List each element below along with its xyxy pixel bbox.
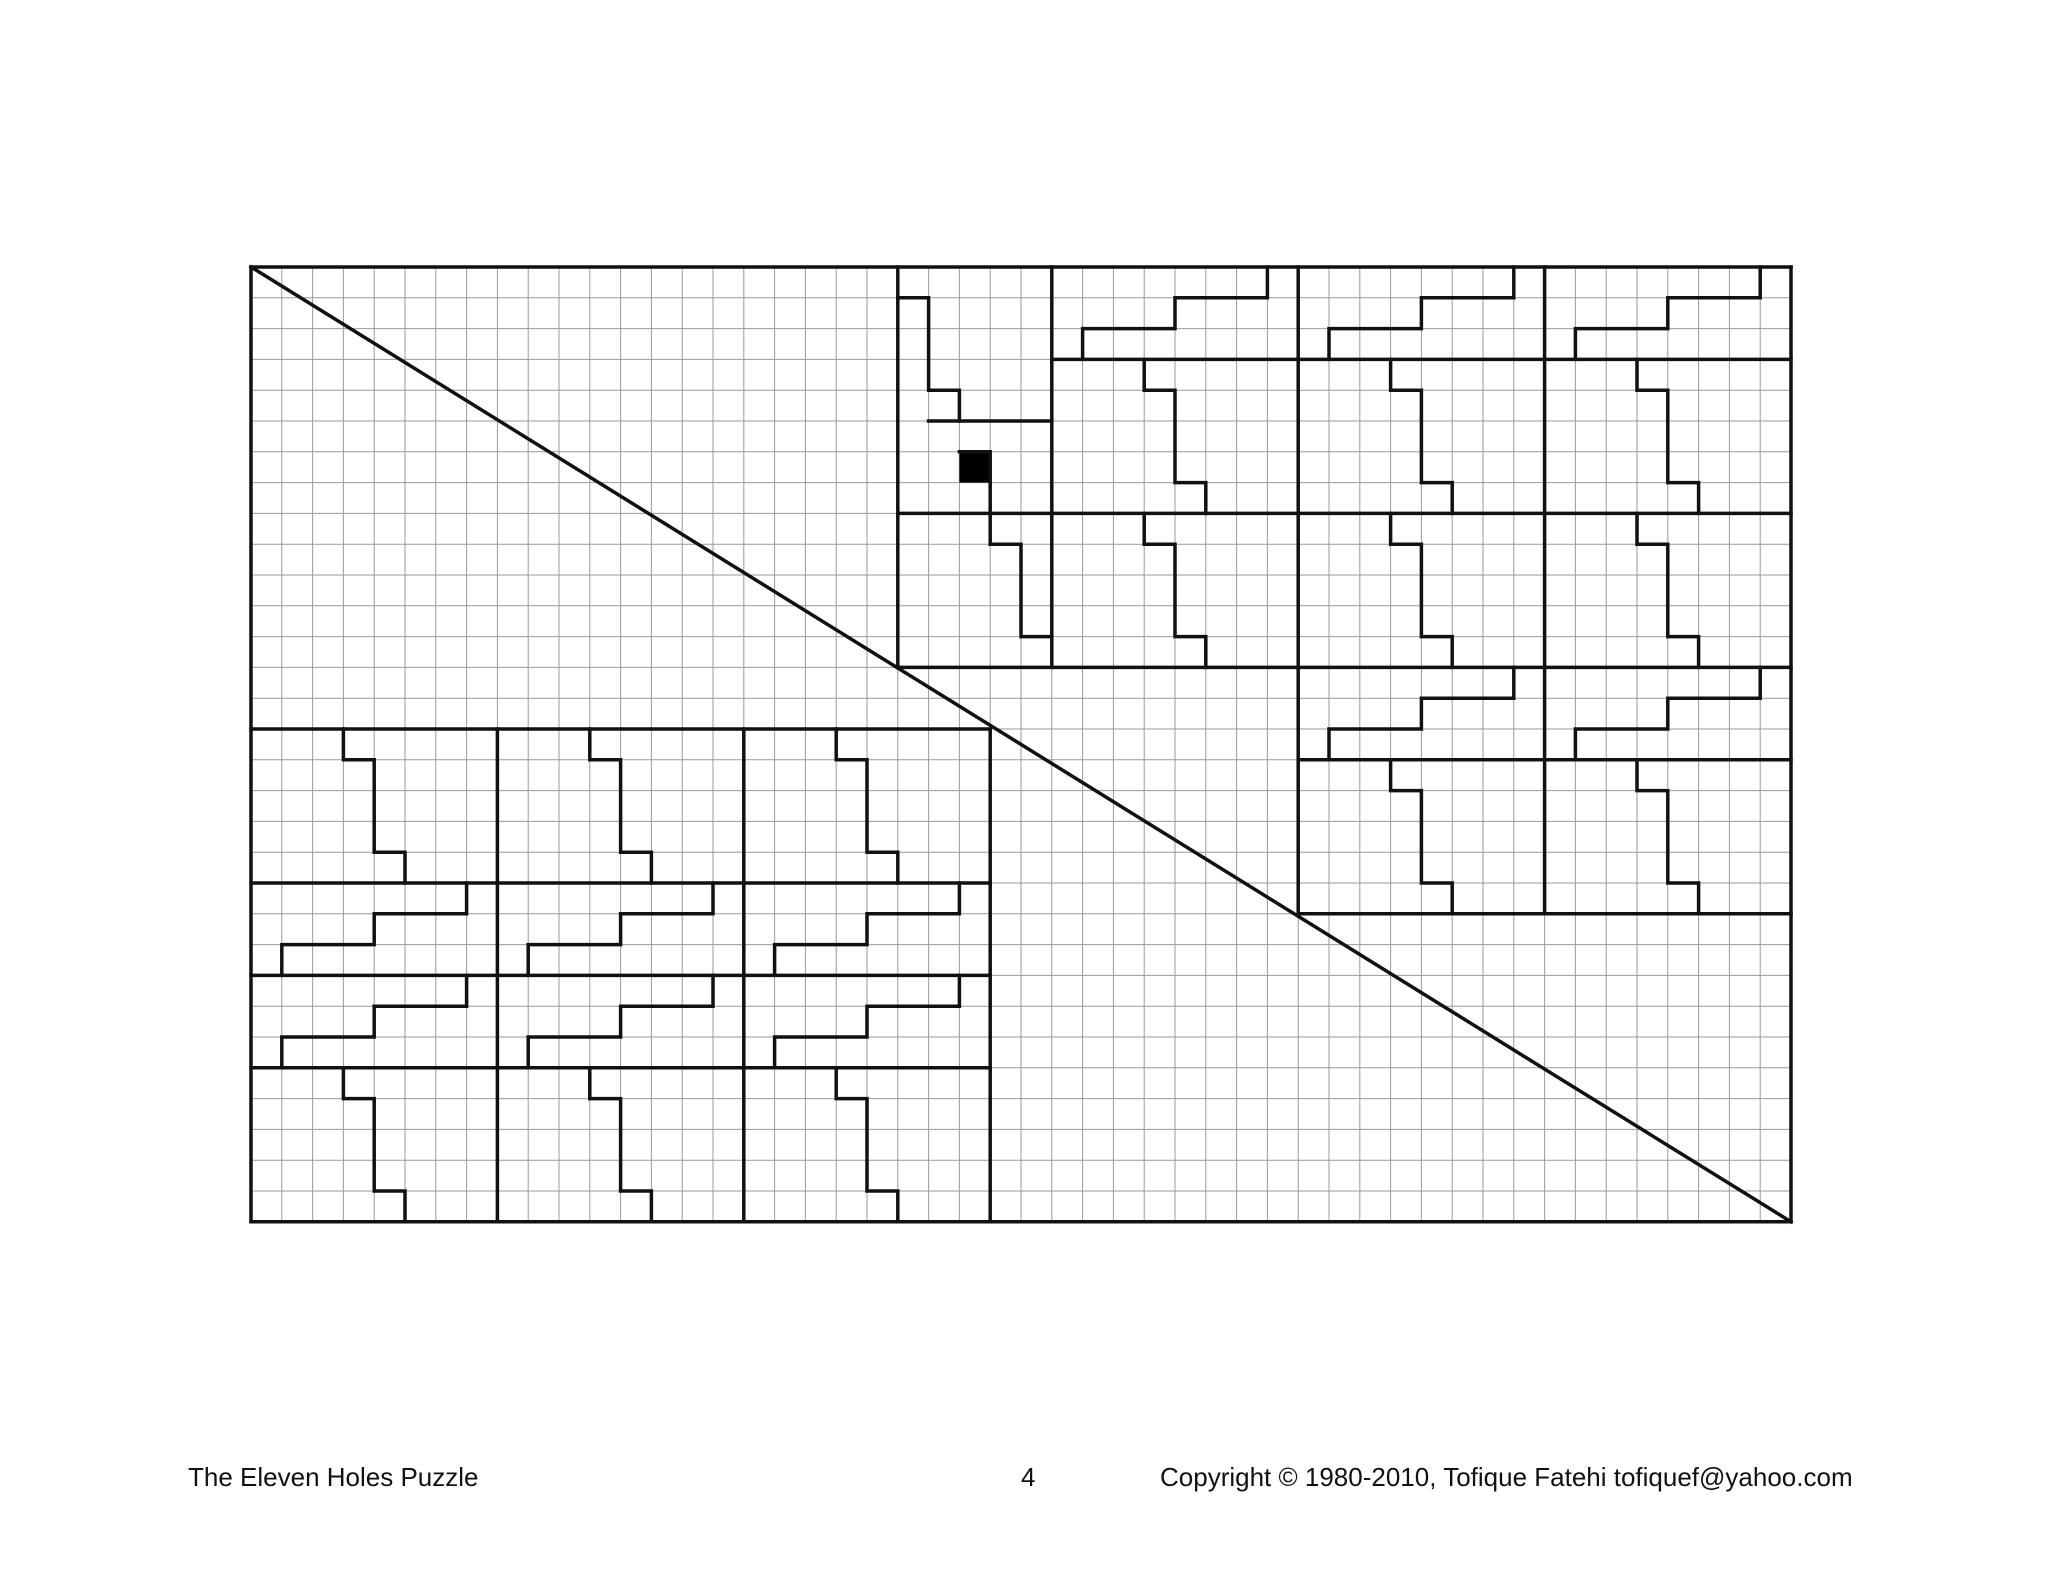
footer-copyright: Copyright © 1980-2010, Tofique Fatehi to… xyxy=(1160,1462,1853,1492)
zigzag-cut xyxy=(1388,357,1454,516)
footer-page-number: 4 xyxy=(1021,1462,1036,1492)
zigzag-cut xyxy=(1388,758,1454,916)
zigzag-cut xyxy=(341,727,407,885)
zigzag-cut xyxy=(341,1066,407,1224)
zigzag-lines xyxy=(280,265,1762,1224)
zigzag-cut xyxy=(280,973,469,1070)
footer-title: The Eleven Holes Puzzle xyxy=(188,1462,479,1492)
hole-layer xyxy=(959,451,991,483)
hole-square xyxy=(959,451,991,483)
zigzag-cut xyxy=(957,450,1054,639)
zigzag-cut xyxy=(1635,357,1701,516)
zigzag-cut xyxy=(1327,665,1516,762)
zigzag-cut xyxy=(588,727,654,885)
cut-lines xyxy=(248,264,1794,1225)
zigzag-cut xyxy=(834,1066,900,1224)
fine-grid xyxy=(250,266,1792,1223)
zigzag-cut xyxy=(896,296,962,423)
zigzag-cut xyxy=(834,727,900,885)
cut-line xyxy=(248,264,1794,1225)
zigzag-cut xyxy=(280,881,469,978)
zigzag-cut xyxy=(1142,511,1208,670)
zigzag-cut xyxy=(1573,265,1762,362)
zigzag-cut xyxy=(526,973,715,1070)
zigzag-cut xyxy=(1635,758,1701,916)
zigzag-cut xyxy=(1388,511,1454,670)
zigzag-cut xyxy=(1635,511,1701,670)
zigzag-cut xyxy=(588,1066,654,1224)
zigzag-cut xyxy=(1573,665,1762,762)
zigzag-cut xyxy=(772,973,962,1070)
zigzag-cut xyxy=(1080,265,1270,362)
zigzag-cut xyxy=(1142,357,1208,516)
zigzag-cut xyxy=(1327,265,1516,362)
zigzag-cut xyxy=(526,881,715,978)
zigzag-cut xyxy=(772,881,962,978)
